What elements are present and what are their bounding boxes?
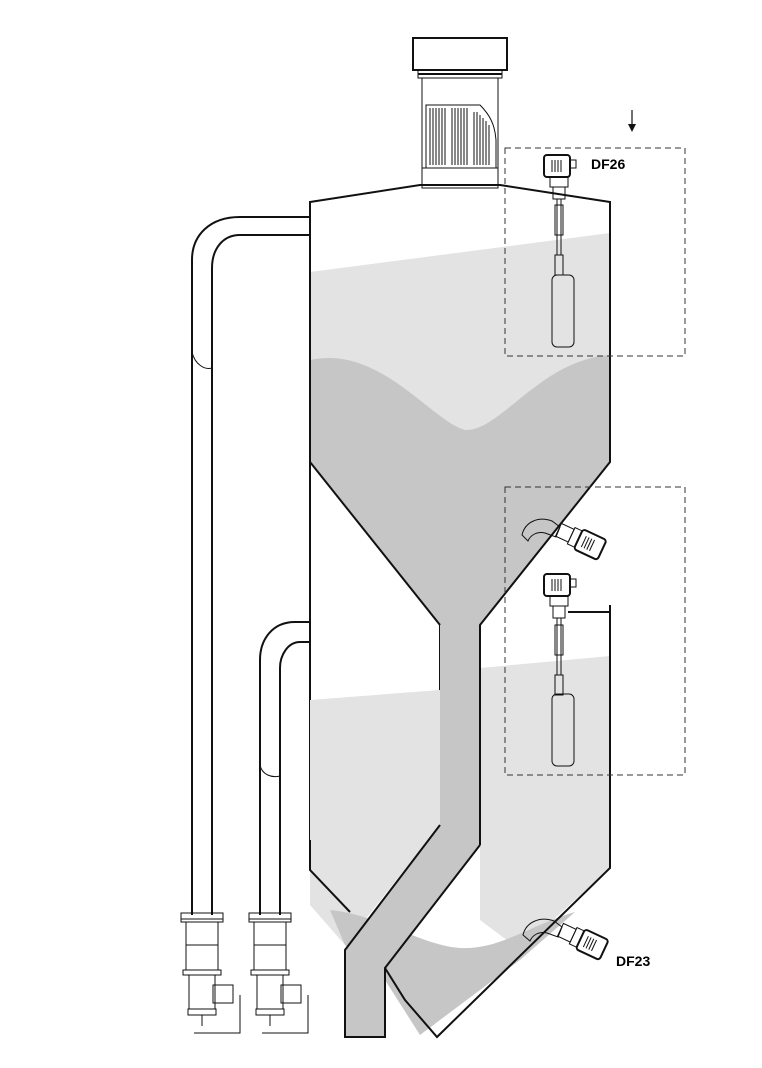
return-pipe-1 [191,216,310,915]
sensor-label-df26: DF26 [591,156,625,172]
detail-box-middle [504,486,686,776]
standpipe-material [345,625,480,1037]
detail-box-top [504,147,686,357]
filter-housing-icon [412,37,508,189]
valve-icon [248,912,309,1034]
down-arrow-icon [628,110,636,132]
upper-medium-material [310,355,610,625]
angled-level-sensor-icon [522,918,609,961]
lower-light-material-right [480,656,610,950]
lower-silo [309,605,611,1039]
valve-icon [180,912,241,1034]
return-pipe-2 [259,621,310,915]
lower-light-material [310,690,440,945]
upper-silo-outline [309,184,611,845]
angled-level-sensor-icon [521,518,607,561]
sensor-label-df23: DF23 [616,953,650,969]
rod-level-sensor-icon [543,573,577,767]
rod-level-sensor-icon [543,154,577,348]
